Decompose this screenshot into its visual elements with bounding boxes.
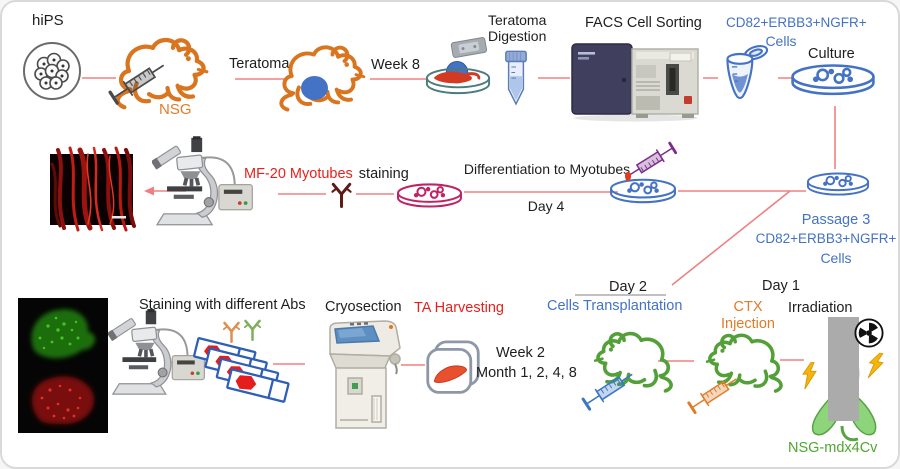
myotube-fluorescence-image-icon <box>50 146 136 232</box>
cryosection-label: Cryosection <box>325 299 402 315</box>
razor-icon <box>450 37 488 58</box>
falcon-tube-icon <box>504 50 528 108</box>
stained-dish-icon <box>396 181 463 212</box>
teratoma-label: Teratoma <box>229 56 290 72</box>
transplantation-label: Cells Transplantation <box>547 298 683 314</box>
teratoma-digestion-label: Teratoma Digestion <box>488 12 547 45</box>
microscope-icon <box>108 305 206 403</box>
sorted-cells-label: CD82+ERBB3+NGFR+ <box>726 15 867 30</box>
mf20-antibody-icon <box>329 181 354 209</box>
day2-label: Day 2 <box>609 279 647 295</box>
nsg-label: NSG <box>159 101 192 118</box>
hips-label: hiPS <box>32 12 64 29</box>
strain-label: NSG-mdx4Cv <box>788 440 878 456</box>
passage-dish-icon <box>806 170 870 200</box>
staining-abs-label: Staining with different Abs <box>139 297 306 313</box>
mf20-staining-label: MF-20 Myotubes staining <box>244 166 409 183</box>
day1-label: Day 1 <box>762 278 800 294</box>
teratoma-tumor-icon <box>301 76 328 100</box>
passage-cells-label-2: Cells <box>820 250 852 266</box>
slides-icon <box>193 337 292 410</box>
mf20-label-red: MF-20 Myotubes <box>244 166 353 182</box>
irradiation-label: Irradiation <box>788 300 853 316</box>
eppendorf-tube-icon <box>718 42 776 106</box>
section-fluorescence-image-icon <box>18 298 108 433</box>
mf20-label-black: staining <box>358 166 409 182</box>
differentiation-label: Differentiation to Myotubes <box>463 161 631 177</box>
ctx-label: CTX <box>733 299 763 315</box>
radiation-icon <box>854 318 884 348</box>
ctx-label-2: Injection <box>720 316 775 332</box>
muscle-container-icon <box>425 340 481 398</box>
microscope-icon <box>152 132 254 234</box>
lightning-icon <box>802 362 817 390</box>
facs-machine-icon <box>570 38 702 122</box>
cryostat-icon <box>322 316 408 432</box>
myotube-dish-icon <box>609 176 677 208</box>
passage-cells-label: CD82+ERBB3+NGFR+ <box>755 231 897 246</box>
shield-bar-icon <box>828 317 859 421</box>
ta-harvesting-label: TA Harvesting <box>414 300 504 316</box>
culture-label: Culture <box>808 46 855 62</box>
week2-label: Week 2 <box>496 345 545 361</box>
day4-label: Day 4 <box>527 198 565 214</box>
facs-label: FACS Cell Sorting <box>585 15 702 31</box>
months-label: Month 1, 2, 4, 8 <box>476 365 577 381</box>
week8-label: Week 8 <box>371 57 420 73</box>
droplet-icon <box>625 172 631 181</box>
sorted-cells-label-2: Cells <box>765 33 797 49</box>
culture-dish-icon <box>790 58 876 104</box>
hips-colony-icon <box>22 38 82 104</box>
passage-label: Passage 3 <box>801 212 871 228</box>
teratoma-dish-icon <box>424 60 492 100</box>
teratoma-mouse-icon <box>276 40 376 112</box>
